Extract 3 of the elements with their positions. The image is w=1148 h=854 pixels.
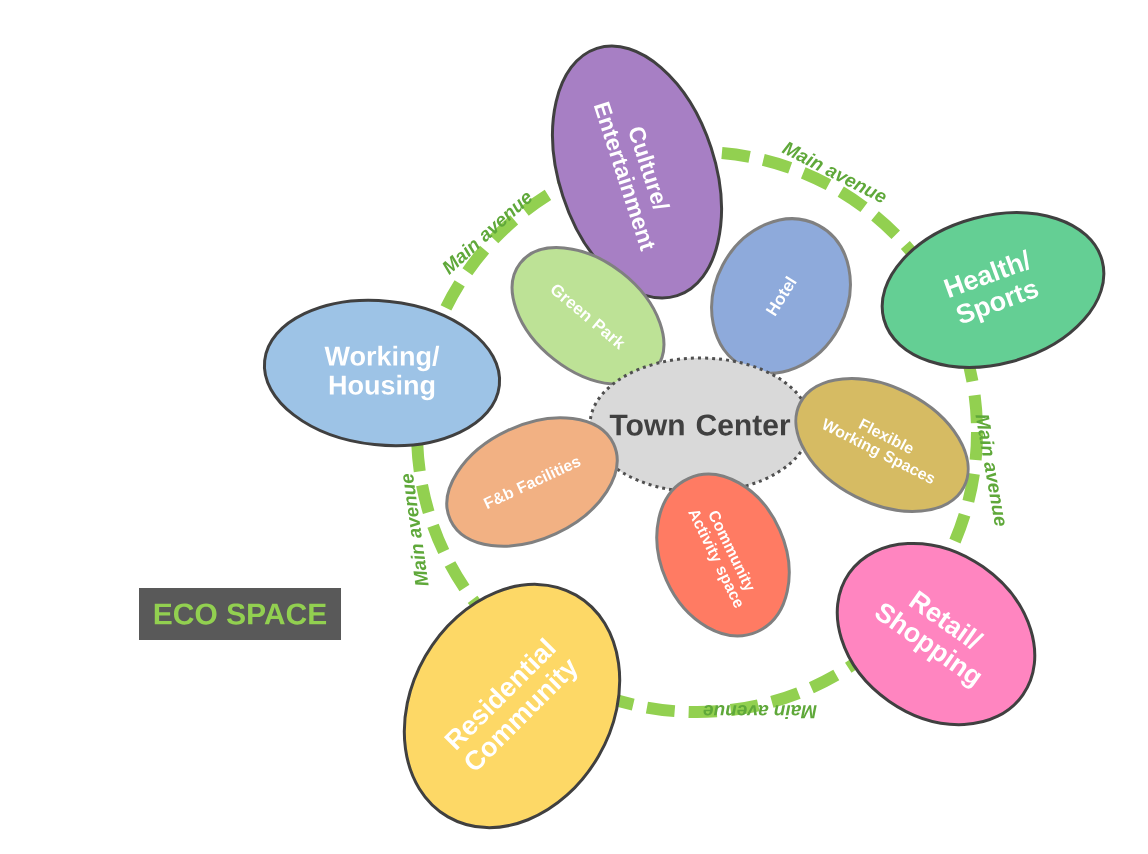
title-box: ECO SPACE bbox=[139, 588, 341, 640]
road-label: Main avenue bbox=[975, 415, 1005, 526]
road-label: Main avenue bbox=[703, 705, 817, 719]
